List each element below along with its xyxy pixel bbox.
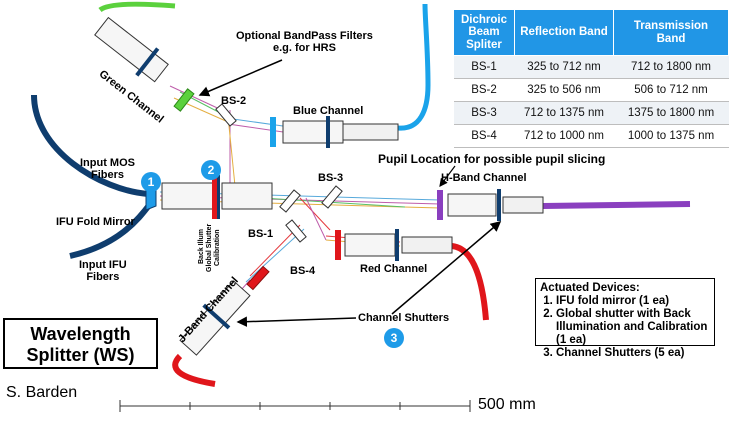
blue-shutter bbox=[326, 116, 330, 148]
bs2-element bbox=[215, 103, 237, 127]
blue-channel-label: Blue Channel bbox=[293, 105, 364, 117]
global-shutter-label: Global Shutter bbox=[206, 223, 213, 272]
optional-filters-label: Optional BandPass Filters e.g. for HRS bbox=[236, 30, 373, 55]
hband-channel-optics bbox=[447, 193, 497, 217]
hband-channel-label: H-Band Channel bbox=[441, 172, 527, 184]
table-row: BS-4 712 to 1000 nm 1000 to 1375 nm bbox=[453, 124, 729, 148]
ifu-fold-mirror-label: IFU Fold Mirror bbox=[56, 216, 135, 228]
red-detector bbox=[401, 236, 453, 254]
scale-label: 500 mm bbox=[478, 396, 536, 413]
blue-fiber bbox=[397, 3, 431, 131]
table-header: Dichroic Beam Spliter bbox=[453, 9, 515, 56]
blue-filter bbox=[270, 117, 276, 147]
table-row: BS-2 325 to 506 nm 506 to 712 nm bbox=[453, 78, 729, 102]
shutter-arrow-1 bbox=[391, 221, 502, 315]
red-filter bbox=[335, 230, 341, 260]
bs2-label: BS-2 bbox=[221, 95, 247, 107]
blue-detector bbox=[342, 123, 399, 141]
table-cell: BS-2 bbox=[453, 78, 515, 102]
hband-filter bbox=[437, 190, 443, 220]
wavelength-splitter-title: Wavelength Splitter (WS) bbox=[3, 318, 158, 369]
pupil-arrow bbox=[439, 165, 456, 187]
marker-3: 3 bbox=[384, 328, 404, 348]
green-filter bbox=[173, 88, 195, 112]
bs4-element bbox=[285, 219, 307, 243]
list-item: IFU fold mirror (1 ea) bbox=[556, 295, 710, 308]
table-cell: 325 to 506 nm bbox=[514, 78, 614, 102]
actuated-devices-list: IFU fold mirror (1 ea) Global shutter wi… bbox=[540, 295, 710, 360]
table-cell: 1000 to 1375 nm bbox=[613, 124, 729, 148]
input-ifu-fiber bbox=[69, 202, 153, 259]
bs1-element bbox=[279, 189, 301, 213]
table-cell: 712 to 1375 nm bbox=[514, 101, 614, 125]
bs1-label: BS-1 bbox=[248, 228, 274, 240]
jband-filter bbox=[246, 265, 270, 291]
filters-arrow bbox=[198, 59, 283, 97]
red-fiber bbox=[451, 243, 489, 321]
green-fiber bbox=[98, 1, 176, 13]
marker-1: 1 bbox=[141, 172, 161, 192]
global-shutter bbox=[212, 175, 217, 219]
table-cell: 712 to 1800 nm bbox=[613, 55, 729, 79]
table-cell: 325 to 712 nm bbox=[514, 55, 614, 79]
table-cell: 506 to 712 nm bbox=[613, 78, 729, 102]
red-shutter bbox=[395, 229, 399, 261]
table-header: Reflection Band bbox=[514, 9, 614, 56]
shutter-arrow-2 bbox=[236, 316, 357, 327]
table-cell: 712 to 1000 nm bbox=[514, 124, 614, 148]
marker-2: 2 bbox=[201, 160, 221, 180]
calibration-label: Calibration bbox=[214, 229, 221, 266]
red-channel-optics bbox=[344, 233, 396, 257]
actuated-devices-title: Actuated Devices: bbox=[540, 282, 640, 294]
global-shutter-frame bbox=[217, 175, 220, 219]
collimator-lens-group bbox=[161, 182, 215, 210]
input-mos-label: Input MOS Fibers bbox=[80, 157, 135, 182]
blue-channel-optics bbox=[282, 120, 344, 144]
collimator-lens-group-2 bbox=[221, 182, 273, 210]
list-item: Global shutter with Back Illumination an… bbox=[556, 308, 710, 347]
red-jband-fiber bbox=[172, 353, 216, 387]
channel-shutters-label: Channel Shutters bbox=[358, 312, 450, 324]
hband-detector bbox=[502, 196, 544, 214]
jband-channel-optics bbox=[179, 280, 251, 356]
purple-fiber bbox=[542, 201, 691, 209]
scale-bar bbox=[119, 400, 471, 412]
red-channel-label: Red Channel bbox=[360, 263, 428, 275]
hband-shutter bbox=[497, 189, 501, 221]
bs4-label: BS-4 bbox=[290, 265, 316, 277]
author-label: S. Barden bbox=[6, 384, 78, 401]
list-item: Channel Shutters (5 ea) bbox=[556, 347, 710, 360]
table-row: BS-1 325 to 712 nm 712 to 1800 nm bbox=[453, 55, 729, 79]
input-mos-fiber bbox=[31, 94, 149, 197]
table-row: BS-3 712 to 1375 nm 1375 to 1800 nm bbox=[453, 101, 729, 125]
bs3-label: BS-3 bbox=[318, 172, 344, 184]
table-cell: BS-1 bbox=[453, 55, 515, 79]
pupil-location-label: Pupil Location for possible pupil slicin… bbox=[378, 152, 606, 166]
table-cell: BS-4 bbox=[453, 124, 515, 148]
bs3-element bbox=[321, 185, 343, 209]
table-header: Transmission Band bbox=[613, 9, 729, 56]
actuated-devices-box: Actuated Devices: IFU fold mirror (1 ea)… bbox=[535, 278, 715, 359]
back-illum-label: Back Illum bbox=[198, 228, 205, 264]
table-cell: BS-3 bbox=[453, 101, 515, 125]
input-ifu-label: Input IFU Fibers bbox=[79, 259, 127, 284]
table-cell: 1375 to 1800 nm bbox=[613, 101, 729, 125]
dichroic-table: Dichroic Beam Spliter Reflection Band Tr… bbox=[453, 9, 729, 148]
green-channel-optics bbox=[94, 16, 169, 83]
